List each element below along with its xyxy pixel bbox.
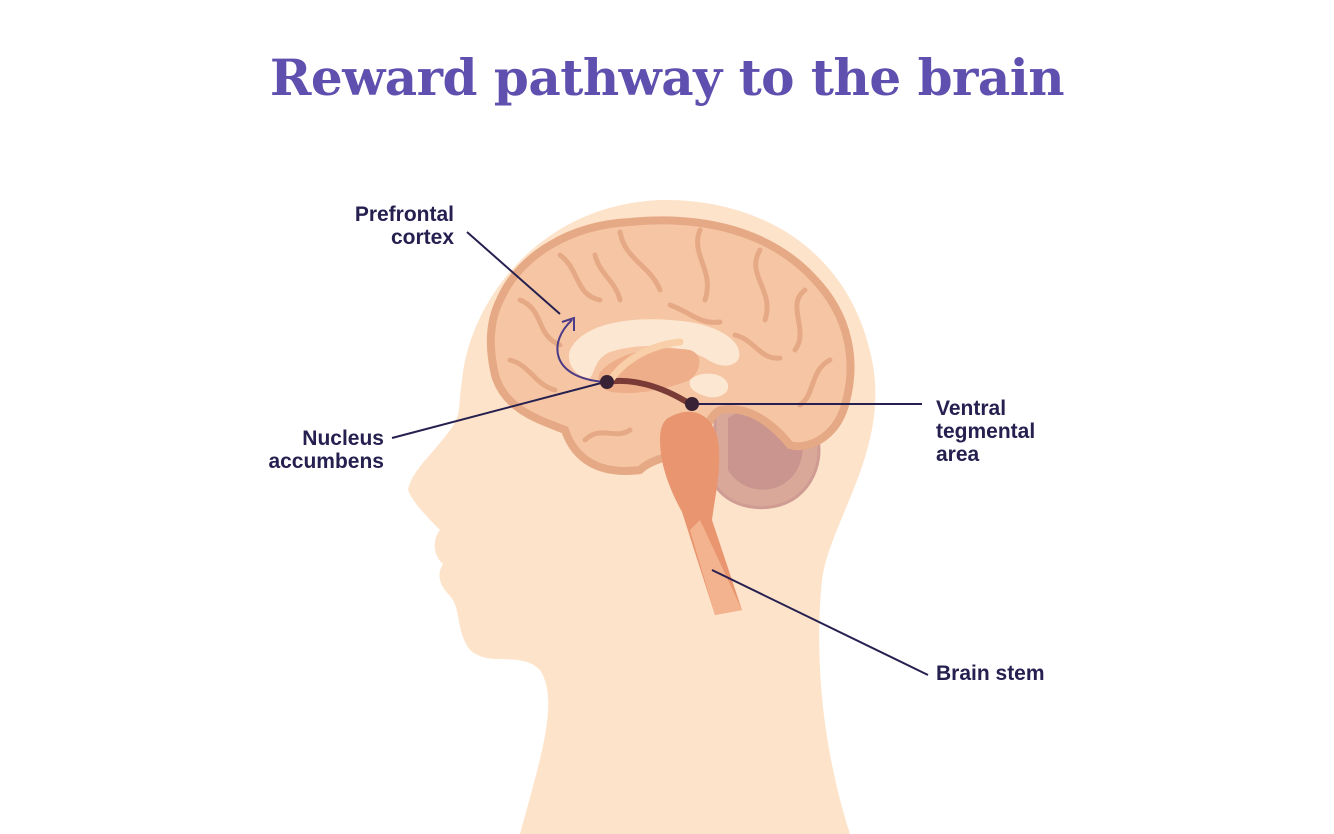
page-title: Reward pathway to the brain bbox=[269, 48, 1065, 107]
ventral-tegmental-node bbox=[685, 397, 699, 411]
spinal-cord bbox=[690, 520, 742, 615]
cortex-folds bbox=[507, 227, 833, 443]
reward-pathway-upper bbox=[608, 338, 684, 382]
label-line: Ventral bbox=[936, 397, 1007, 420]
corpus-callosum bbox=[568, 319, 740, 378]
label-line: area bbox=[936, 443, 980, 466]
leader-lines bbox=[391, 231, 929, 676]
label-line: tegmental bbox=[936, 420, 1036, 443]
label-ventral-tegmental-area: Ventral tegmental area bbox=[936, 397, 1035, 466]
label-nucleus-accumbens: Nucleus accumbens bbox=[230, 427, 384, 473]
label-prefrontal-cortex: Prefrontal cortex bbox=[300, 203, 454, 249]
label-line: cortex bbox=[390, 226, 454, 249]
label-line: Nucleus bbox=[302, 427, 384, 450]
label-line: accumbens bbox=[268, 450, 384, 473]
pathway-arrow bbox=[556, 319, 606, 383]
thalamus bbox=[689, 373, 729, 398]
label-brain-stem: Brain stem bbox=[936, 662, 1045, 685]
label-line: Brain stem bbox=[936, 662, 1045, 685]
nucleus-accumbens-node bbox=[600, 375, 614, 389]
brain-stem-shape bbox=[660, 411, 742, 615]
label-line: Prefrontal bbox=[354, 203, 454, 226]
reward-pathway bbox=[604, 377, 693, 407]
pathway-arrowhead bbox=[561, 316, 575, 331]
